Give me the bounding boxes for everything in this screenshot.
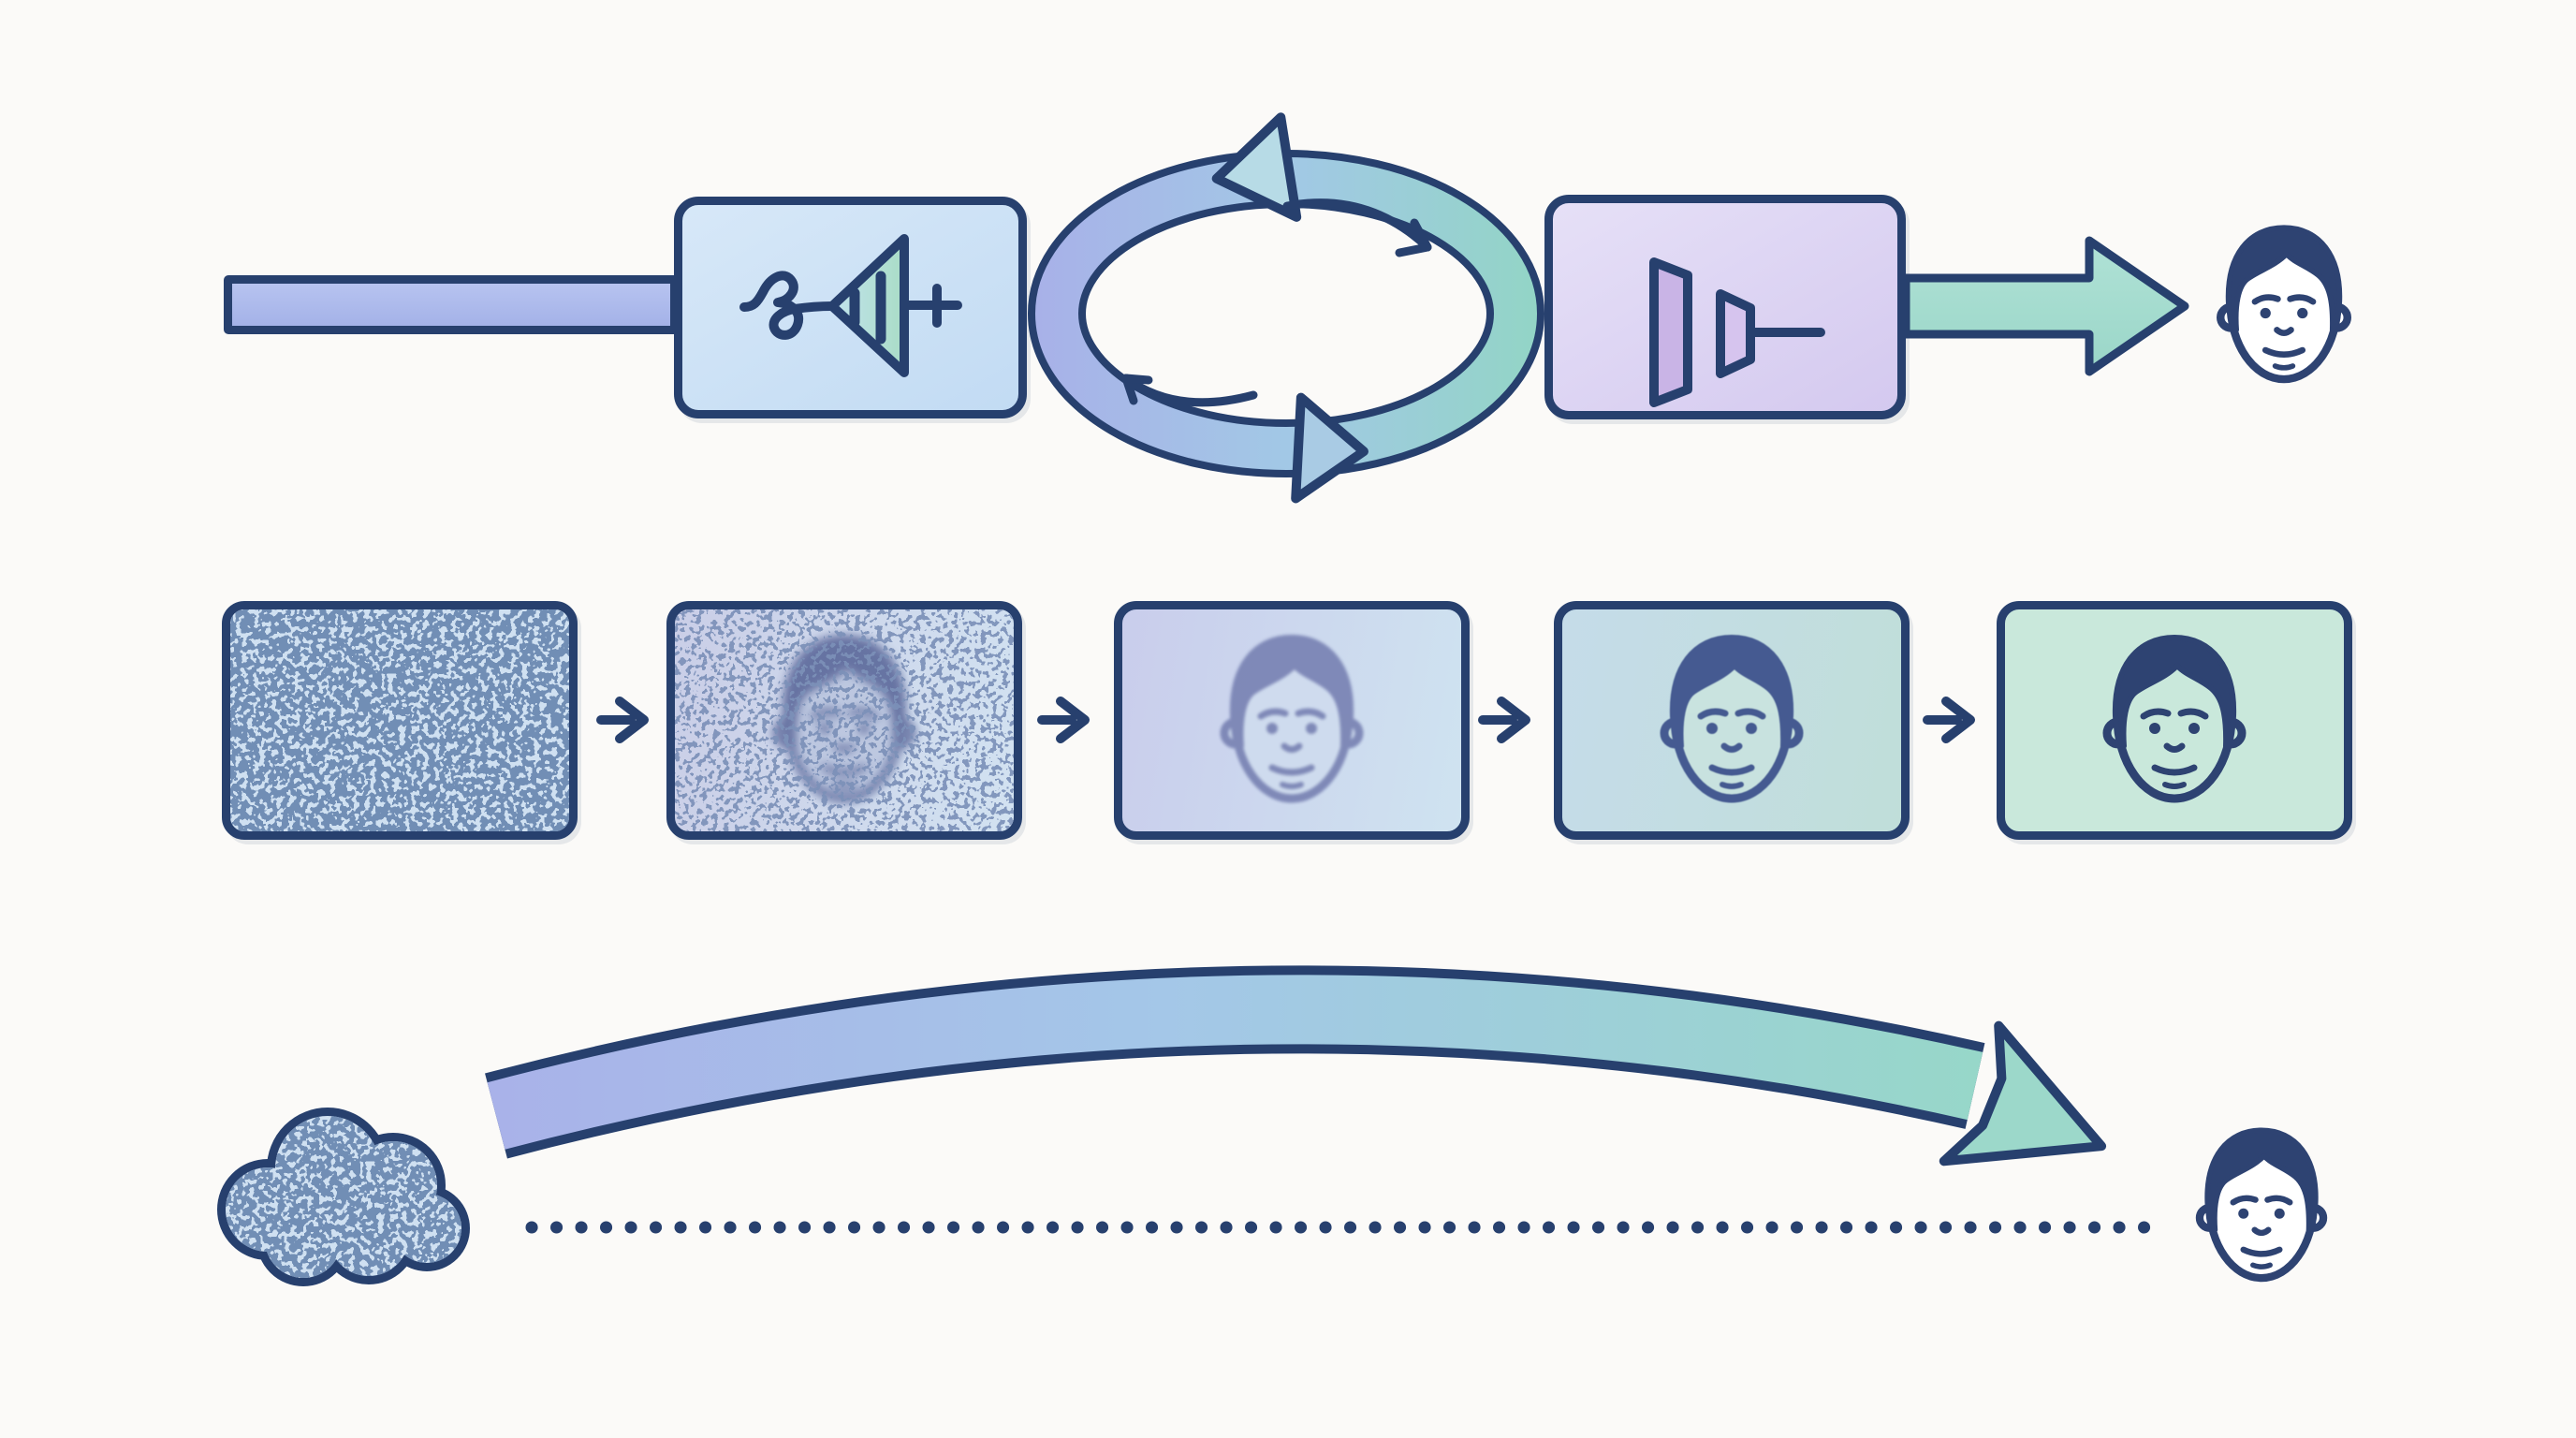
face-use: [2220, 227, 2348, 379]
clean-output-line: [900, 284, 962, 328]
loop-arrowhead-right-icon: [1291, 392, 1368, 504]
decoder-bars-icon: [1649, 257, 1825, 407]
crisp-face: [2005, 609, 2344, 831]
leap-arrow-icon: [485, 965, 2107, 1167]
funnel-cone: [827, 234, 909, 377]
noise-cloud-icon: [217, 1108, 470, 1286]
loop-arrowhead-left-icon: [1211, 112, 1302, 222]
noise-funnel-icon: [739, 234, 962, 377]
right-arrow-icon: [1478, 697, 1530, 743]
stage-blurry-face: [1114, 601, 1470, 840]
squiggle-signal: [739, 271, 837, 340]
funnel-bars: [849, 271, 886, 345]
decoder-box: [1544, 195, 1906, 419]
refinement-loop: [1028, 112, 1544, 504]
inner-cycle-arrow-top-icon: [1282, 198, 1432, 257]
clearer-face: [1664, 638, 1799, 799]
stage-noise-with-faint-face: [666, 601, 1022, 840]
right-arrow-icon: [1923, 697, 1975, 743]
encoder-box: [674, 197, 1027, 418]
right-arrow-icon: [1037, 697, 1090, 743]
person-face-icon: [2209, 212, 2359, 399]
leap-arrowhead: [1939, 1020, 2107, 1167]
muted-face: [1122, 609, 1461, 831]
right-arrow-icon: [596, 697, 649, 743]
noise-layer: [230, 609, 569, 831]
inner-cycle-arrow-bottom-icon: [1121, 374, 1258, 407]
noise-layer: [675, 609, 1014, 831]
output-arrow-icon: [1901, 236, 2189, 376]
right-block-arrow: [1901, 236, 2189, 376]
soft-face: [1562, 609, 1901, 831]
input-bar: [224, 275, 679, 334]
stage-sharp-face: [1997, 601, 2352, 840]
loop-ring-band: [1035, 157, 1537, 470]
decoder-bar-small: [1716, 289, 1755, 378]
sharp-face: [2107, 638, 2242, 799]
face-use: [2200, 1130, 2323, 1278]
blurry-face: [1224, 638, 1359, 799]
baseline-dotted-line: [525, 1221, 2152, 1234]
stage-pure-noise: [222, 601, 578, 840]
leap-arrow-band: [487, 975, 1983, 1150]
person-face-icon: [2188, 1114, 2334, 1298]
decoder-bar-large: [1649, 257, 1692, 407]
stage-clearer-face: [1554, 601, 1910, 840]
noise-over-face: [675, 609, 1014, 831]
noise-texture: [230, 609, 569, 831]
